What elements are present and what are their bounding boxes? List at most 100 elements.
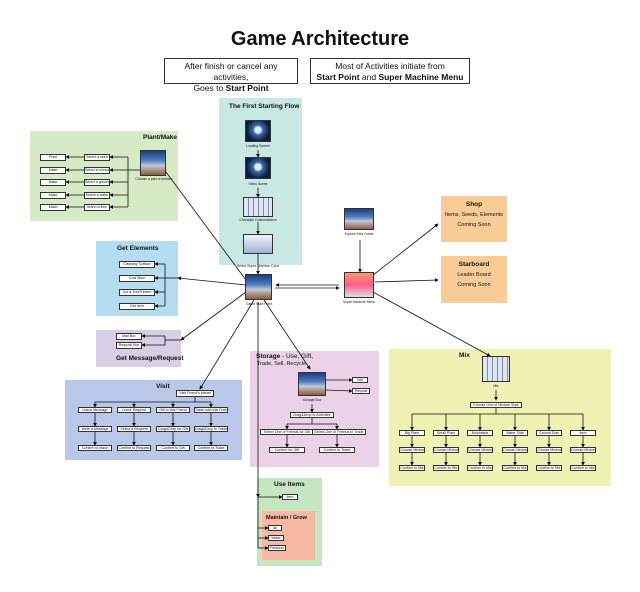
storage-box-label: Storage Box <box>302 398 322 402</box>
mix-confirm-2: Confirm to Mix <box>433 465 459 471</box>
maintain-title: Maintain / Grow <box>266 515 307 521</box>
shop-title: Shop <box>465 201 483 208</box>
element-get-item: Get Item <box>119 303 155 310</box>
explore-mini-game-label: Explore Mini Game <box>344 232 374 236</box>
maintain-fertilizer: Fertilizer <box>268 545 286 551</box>
visit-drag-gift: Drag&Drop for Gift <box>156 426 190 432</box>
storage-title-rest: - Use, Gift, <box>280 353 314 360</box>
game-start-point-label: Game Start Point <box>245 302 272 306</box>
mix-choose-mixture-5: Choose Mixture <box>536 447 562 453</box>
mix-confirm-6: Confirm to Mix <box>570 465 596 471</box>
visit-write-message: Write a Message <box>78 426 112 432</box>
request-box: Request Box <box>116 342 142 349</box>
storage-sell: Sell <box>352 377 368 383</box>
plant-result-plant: Plant <box>40 154 66 161</box>
note-left-line1: After finish or cancel any activities, <box>184 61 278 82</box>
starboard-box: Starboard Leader Board Coming Soon <box>441 256 507 303</box>
mix-confirm-4: Confirm to Mix <box>502 465 528 471</box>
loading-screen-thumbnail <box>245 120 271 142</box>
visit-select-request: Select a Request <box>117 426 151 432</box>
plant-make-thumbnail <box>140 150 166 176</box>
diagram-title: Game Architecture <box>230 28 410 50</box>
storage-title-bold: Storage <box>256 353 281 360</box>
video-scene-label: Video Scene <box>248 182 268 186</box>
note-right-mid: and <box>359 72 379 82</box>
storage-title: Storage - Use, Gift, <box>256 353 313 360</box>
visit-leave-request: Leave Request <box>117 407 151 413</box>
mix-title: Mix <box>459 352 470 359</box>
maintain-air: Air <box>268 525 282 531</box>
mix-screen-label: Mix <box>493 384 499 388</box>
plant-result-make-4: Make <box>40 204 66 211</box>
visit-confirm-trade: Confirm to Trade <box>194 445 228 451</box>
plant-action-ground: Select a ground <box>84 179 110 186</box>
note-left-line2-prefix: Goes to <box>193 83 226 93</box>
note-right-bold1: Start Point <box>316 72 360 82</box>
video-scene-thumbnail <box>245 157 271 179</box>
plant-result-make-3: Make <box>40 192 66 199</box>
use-items-title: Use Items <box>274 481 305 488</box>
note-start-point: After finish or cancel any activities, G… <box>164 58 298 93</box>
mix-choose-mixture-6: Choose Mixture <box>570 447 596 453</box>
mix-confirm-3: Confirm to Mix <box>467 465 493 471</box>
note-right-line1: Most of Activities initiate from <box>335 61 445 71</box>
starboard-title: Starboard <box>458 261 490 268</box>
character-customization-label: Character Customization <box>239 218 277 222</box>
plant-action-tools: Select a mixed/tools <box>84 167 110 174</box>
plant-action-seed: Select a seed <box>84 154 110 161</box>
visit-drag-trade: Drag&Drop to Trade <box>194 426 228 432</box>
loading-screen-label: Loading Screen <box>246 144 270 148</box>
storage-select-trade: Select One of Friends to Trade <box>312 429 366 435</box>
element-cut-tree: Cut a Tree/Flower <box>119 289 155 296</box>
visit-confirm-leave: Confirm to leave <box>78 445 112 451</box>
storage-select-gift: Select One of Friends for Gift <box>260 429 314 435</box>
storage-box-thumbnail <box>298 372 326 396</box>
mix-col-water-side: Water Side <box>502 430 528 436</box>
storage-title-line2: Trade, Sell, Recycle <box>257 361 307 367</box>
note-right-bold2: Super Machine Menu <box>378 72 464 82</box>
plant-make-title: Plant/Make <box>143 134 177 141</box>
starboard-item: Leader Board <box>457 272 491 278</box>
starting-flow-title: The First Starting Flow <box>229 103 300 110</box>
character-customization-thumbnail <box>243 197 273 217</box>
mix-choose-mixture-4: Choose Mixture <box>502 447 528 453</box>
storage-confirm-trade: Confirm to Trade <box>319 447 355 453</box>
get-elements-title: Get Elements <box>117 245 159 252</box>
storage-confirm-gift: Confirm for Gift <box>269 447 305 453</box>
plant-action-water: Select a water <box>84 192 110 199</box>
mail-box: Mail Box <box>116 333 142 340</box>
visit-trade-friend: Trade with this Friend <box>194 407 228 413</box>
explore-mini-game-thumbnail <box>344 208 374 230</box>
shop-status: Coming Soon <box>457 222 491 228</box>
plant-result-make-2: Make <box>40 179 66 186</box>
mix-choose-style: Choose One of Mixture Style <box>470 402 522 408</box>
mix-col-item: Item <box>570 430 596 436</box>
note-left-line2-bold: Start Point <box>225 83 269 93</box>
mix-choose-mixture-2: Choose Mixture <box>433 447 459 453</box>
mix-choose-mixture-1: Choose Mixture <box>399 447 425 453</box>
visit-leave-message: Leave Message <box>78 407 112 413</box>
plant-result-make-1: Make <box>40 167 66 174</box>
mix-thumbnail <box>482 356 510 382</box>
select-color-thumbnail <box>243 234 273 254</box>
super-machine-menu-label: Super Machine Menu <box>342 300 376 304</box>
element-coal-mine: Coal Mine <box>119 275 155 282</box>
mix-col-ground-side: Ground Side <box>536 430 562 436</box>
visit-confirm-request: Confirm to Request <box>117 445 151 451</box>
shop-box: Shop Items, Seeds, Elements Coming Soon <box>441 196 507 242</box>
visit-gift-friend: Gift to this Friend <box>156 407 190 413</box>
use-item: Item <box>282 494 298 500</box>
maintain-water: Water <box>268 535 284 541</box>
shop-items: Items, Seeds, Elements <box>444 212 504 218</box>
super-machine-menu-thumbnail <box>344 272 374 298</box>
starboard-status: Coming Soon <box>457 282 491 288</box>
mix-confirm-1: Confirm to Mix <box>399 465 425 471</box>
visit-title: Visit <box>156 383 170 390</box>
message-title: Get Message/Request <box>116 355 184 362</box>
visit-start: Visit Friend's planet <box>176 390 214 397</box>
note-activities: Most of Activities initiate from Start P… <box>310 58 470 84</box>
select-color-label: Select Super Machine Color <box>236 264 280 268</box>
game-start-point-thumbnail <box>245 274 272 300</box>
visit-confirm-gift: Confirm to Gift <box>156 445 190 451</box>
